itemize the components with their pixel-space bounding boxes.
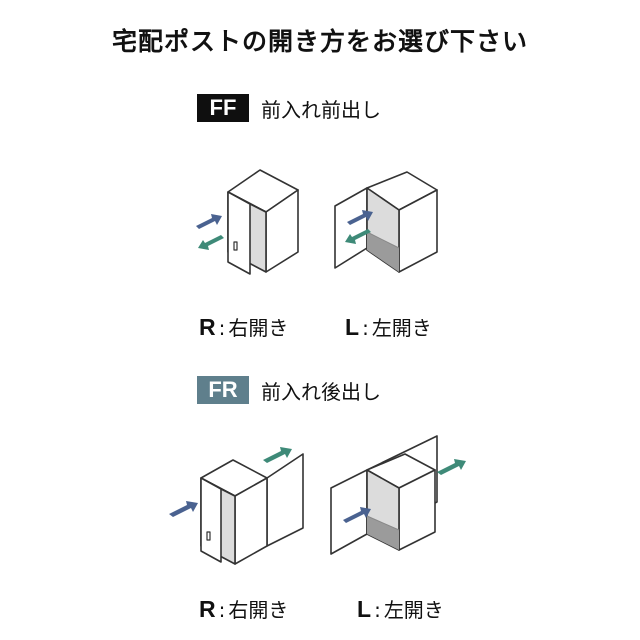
- fr-badge: FR: [197, 376, 249, 404]
- page-title: 宅配ポストの開き方をお選び下さい: [111, 27, 528, 56]
- caption-letter: R: [199, 596, 216, 622]
- arrow-out-icon: [437, 459, 466, 475]
- section-header-ff: FF 前入れ前出し: [197, 94, 381, 122]
- caption-letter: L: [357, 596, 372, 622]
- fr-right-caption: R : 右開き: [199, 594, 288, 623]
- arrow-out-icon: [345, 229, 371, 244]
- interior-shadow: [367, 232, 399, 272]
- ff-right-opening-diagram: [196, 169, 299, 275]
- caption-separator: :: [218, 598, 226, 622]
- fr-right-opening-diagram: [169, 447, 304, 565]
- fr-left-opening-diagram: [330, 435, 466, 555]
- arrow-in-icon: [343, 507, 371, 523]
- section-header-fr: FR 前入れ後出し: [197, 376, 381, 404]
- caption-text: 左開き: [371, 316, 432, 340]
- caption-separator: :: [362, 316, 369, 340]
- caption-text: 右開き: [228, 316, 289, 340]
- ff-badge: FF: [197, 94, 249, 122]
- ff-right-caption: R : 右開き: [199, 312, 288, 341]
- ff-left-caption: L : 左開き: [345, 312, 432, 341]
- caption-letter: R: [199, 314, 216, 340]
- arrow-out-icon: [198, 235, 224, 250]
- interior-shadow: [367, 516, 399, 550]
- arrow-in-icon: [196, 214, 222, 229]
- caption-separator: :: [218, 316, 226, 340]
- door-panel: [200, 477, 222, 563]
- door-panel: [227, 191, 251, 275]
- arrow-in-icon: [169, 501, 198, 517]
- ff-left-opening-diagram: [334, 171, 438, 273]
- door-handle: [233, 241, 238, 251]
- caption-text: 右開き: [228, 598, 289, 622]
- caption-letter: L: [345, 314, 360, 340]
- caption-text: 左開き: [383, 598, 444, 622]
- fr-label: 前入れ後出し: [261, 379, 381, 404]
- arrow-in-icon: [347, 210, 373, 225]
- caption-separator: :: [374, 598, 381, 622]
- arrow-out-icon: [263, 447, 292, 463]
- rear-door-panel: [266, 453, 304, 547]
- door-panel: [334, 187, 368, 269]
- door-handle: [206, 531, 211, 541]
- ff-label: 前入れ前出し: [261, 97, 381, 122]
- fr-left-caption: L : 左開き: [357, 594, 444, 623]
